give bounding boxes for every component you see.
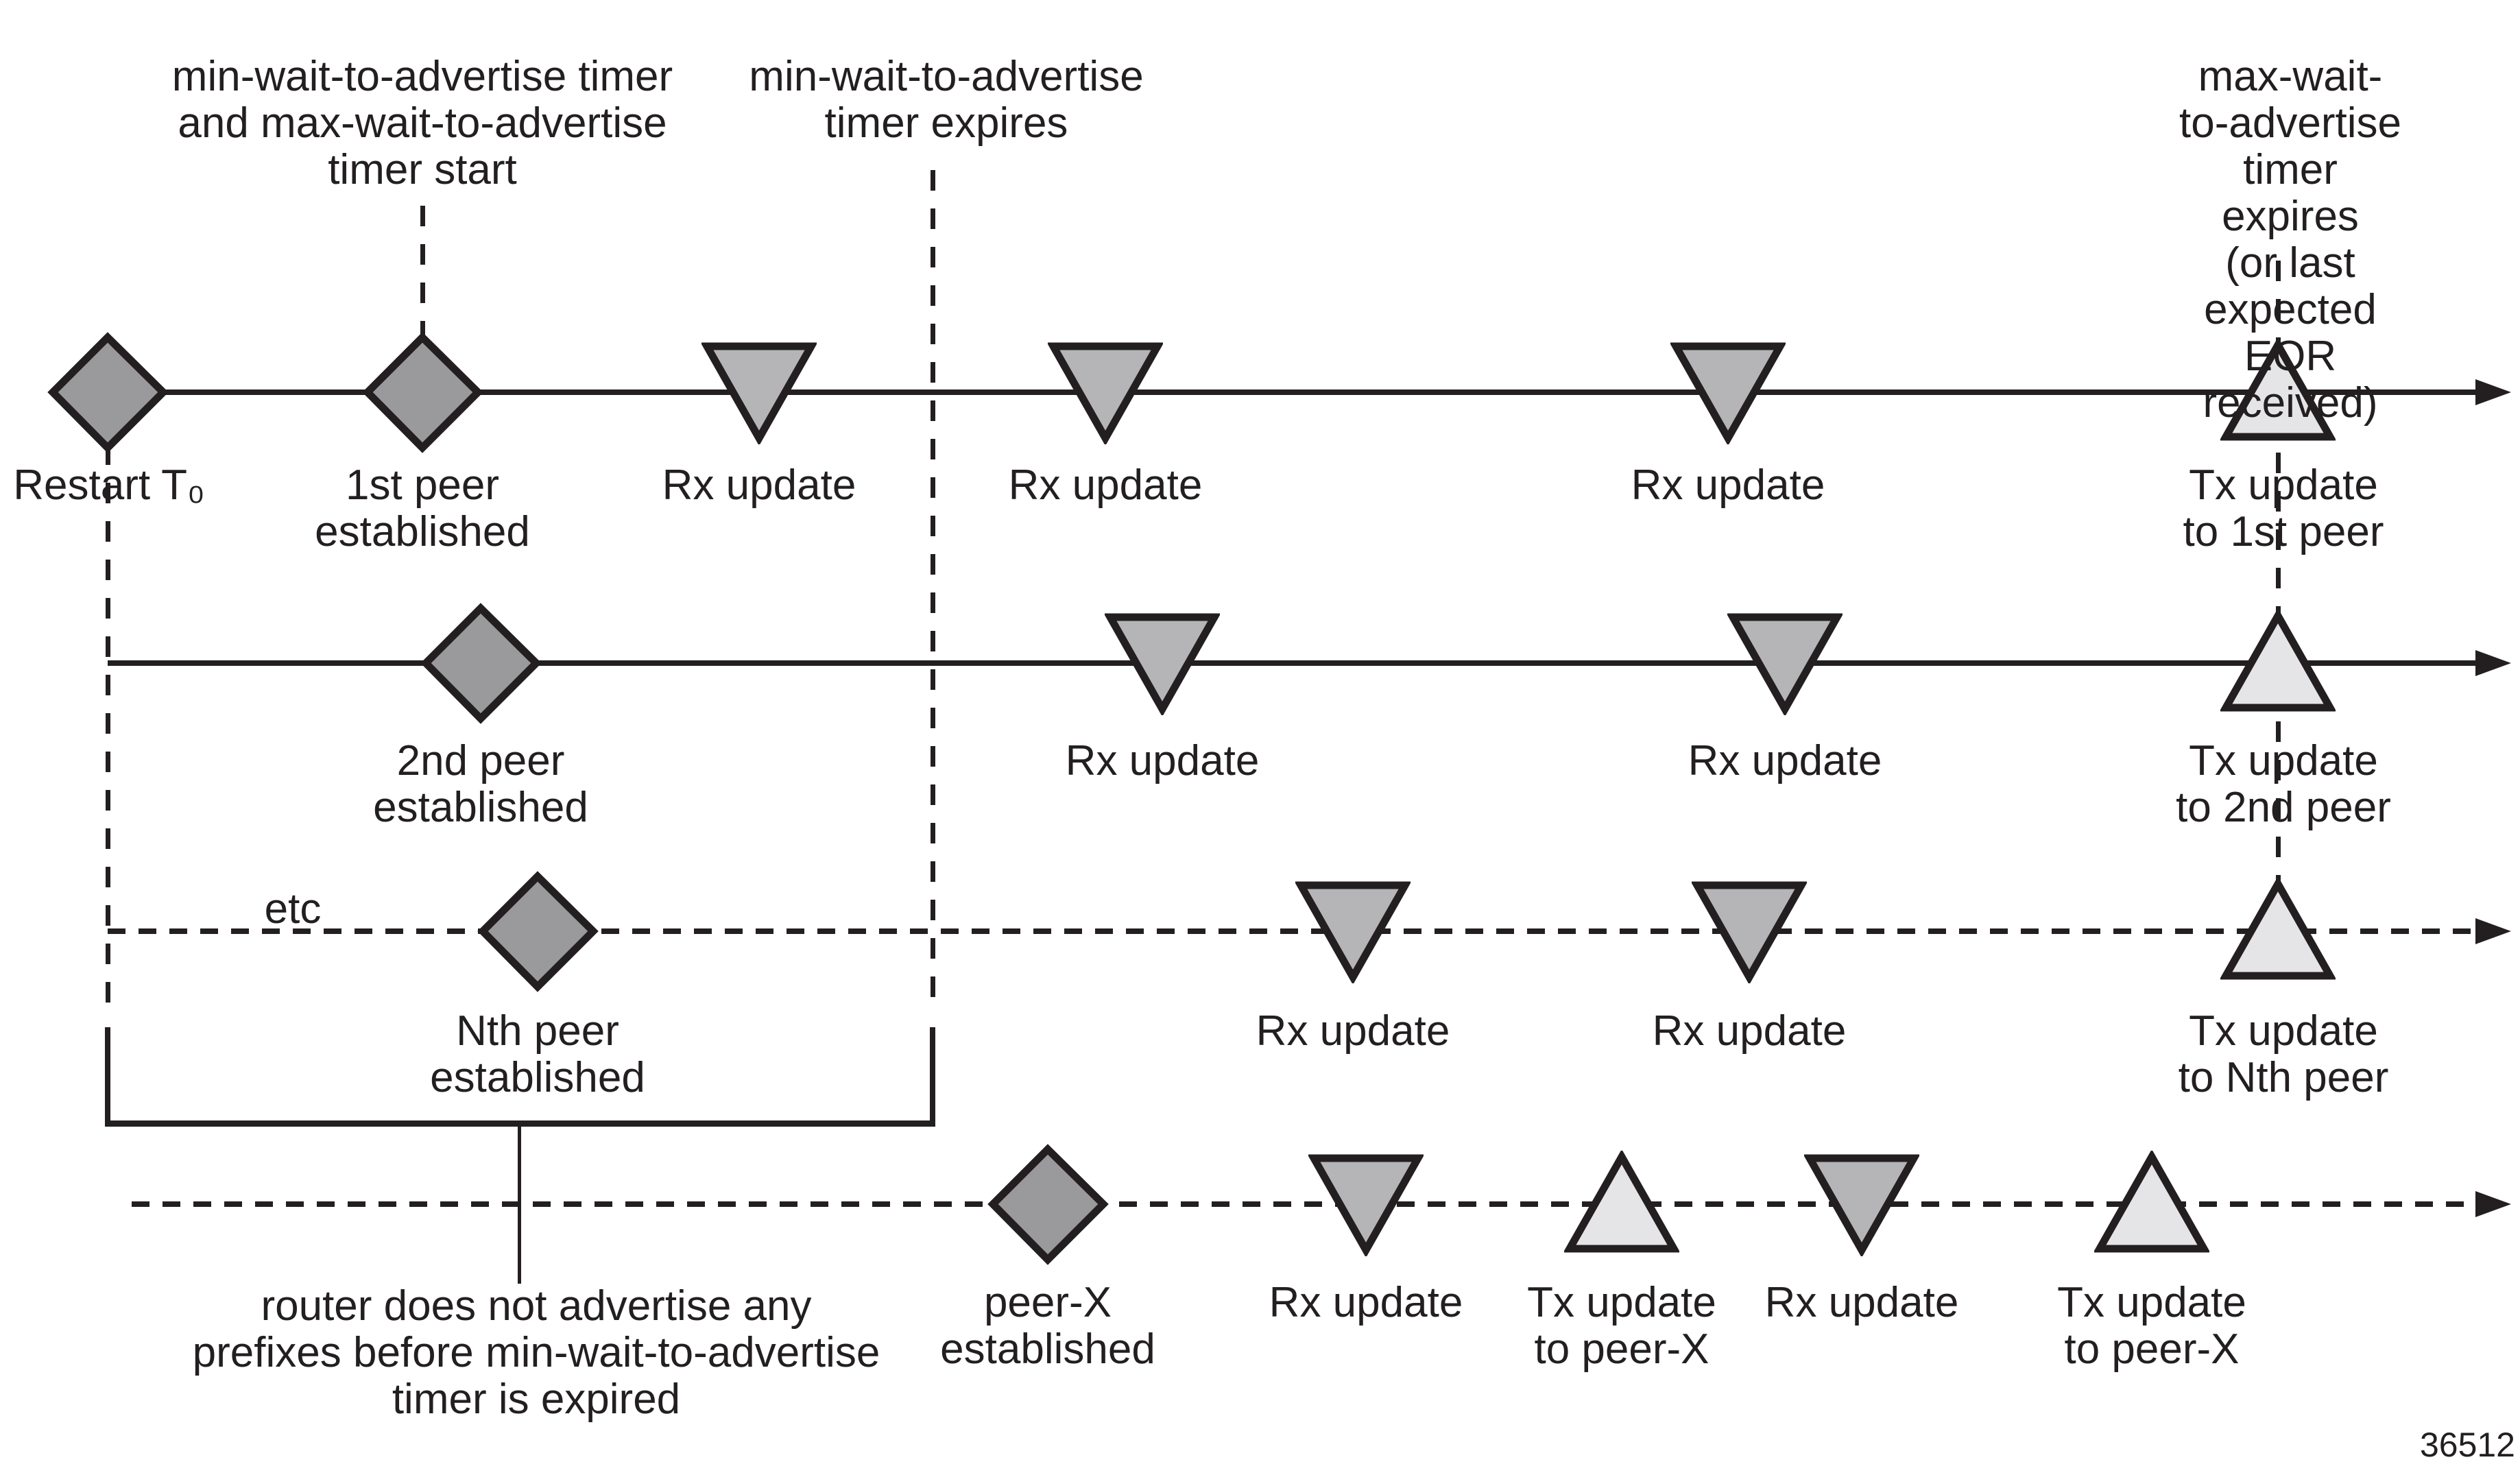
diamond-peer-x-icon	[987, 1144, 1109, 1265]
timeline-peer-x-line	[132, 1201, 2477, 1207]
event-label: Rx update	[1688, 737, 1882, 784]
rx-update-icon	[1308, 1154, 1424, 1256]
etc-label: etc	[264, 885, 322, 933]
bracket-bar	[105, 1120, 935, 1127]
rx-update-icon	[1048, 342, 1163, 444]
event-label: Restart T₀	[13, 461, 205, 509]
event-label: Rx update	[1269, 1279, 1463, 1326]
event-label: Tx update to 2nd peer	[2176, 737, 2391, 831]
timeline-2nd-peer-arrow-icon	[2475, 650, 2511, 676]
timeline-nth-peer-line	[108, 928, 2477, 934]
event-label: Tx update to Nth peer	[2178, 1007, 2389, 1101]
event-label: Rx update	[1764, 1279, 1959, 1326]
tx-update-icon	[2220, 610, 2336, 712]
event-label: peer-X established	[940, 1279, 1155, 1373]
timeline-1st-peer-line	[108, 389, 2477, 395]
timeline-1st-peer-arrow-icon	[2475, 379, 2511, 405]
event-label: Rx update	[1256, 1007, 1450, 1055]
connector-timer-start-line	[420, 206, 425, 337]
timeline-2nd-peer-line	[108, 660, 2477, 666]
diamond-1st-peer-icon	[362, 332, 483, 453]
event-label: Tx update to peer-X	[1527, 1279, 1716, 1373]
event-label: Rx update	[1065, 737, 1260, 784]
event-label: Nth peer established	[430, 1007, 645, 1101]
timeline-peer-x-arrow-icon	[2475, 1191, 2511, 1217]
tx-update-icon	[1564, 1151, 1679, 1253]
rx-update-icon	[1105, 613, 1220, 715]
bracket-left-riser	[105, 1027, 110, 1126]
rx-update-icon	[1692, 881, 1807, 983]
rx-update-icon	[701, 342, 817, 444]
figure-number: 36512	[2419, 1426, 2515, 1464]
event-label: Rx update	[1631, 461, 1825, 509]
event-label: Rx update	[1652, 1007, 1847, 1055]
event-label: Tx update to peer-X	[2057, 1279, 2246, 1373]
rx-update-icon	[1804, 1154, 1919, 1256]
event-label: 1st peer established	[315, 461, 530, 555]
event-label: Tx update to 1st peer	[2183, 461, 2384, 555]
bracket-right-riser	[930, 1027, 935, 1126]
annotation-no-advertise: router does not advertise any prefixes b…	[192, 1282, 880, 1423]
tx-update-icon	[2094, 1151, 2209, 1253]
event-label: 2nd peer established	[373, 737, 588, 831]
rx-update-icon	[1727, 613, 1843, 715]
diamond-nth-peer-icon	[477, 871, 599, 992]
diamond-2nd-peer-icon	[420, 603, 542, 724]
annotation-min-expires: min-wait-to-advertise timer expires	[749, 53, 1144, 147]
rx-update-icon	[1295, 881, 1411, 983]
rx-update-icon	[1670, 342, 1786, 444]
event-label: Rx update	[1008, 461, 1203, 509]
connector-max-expires-line	[2276, 261, 2281, 886]
event-label: Rx update	[662, 461, 856, 509]
annotation-timer-start: min-wait-to-advertise timer and max-wait…	[171, 53, 673, 193]
connector-min-expires-line	[931, 170, 935, 1008]
tx-update-icon	[2220, 878, 2336, 980]
tx-update-icon	[2220, 339, 2336, 441]
annotation-max-expires: max-wait-to-advertise timer expires (or …	[2179, 53, 2401, 427]
timeline-nth-peer-arrow-icon	[2475, 918, 2511, 944]
connector-restart-line	[106, 444, 110, 1008]
diamond-restart-icon	[47, 332, 169, 453]
